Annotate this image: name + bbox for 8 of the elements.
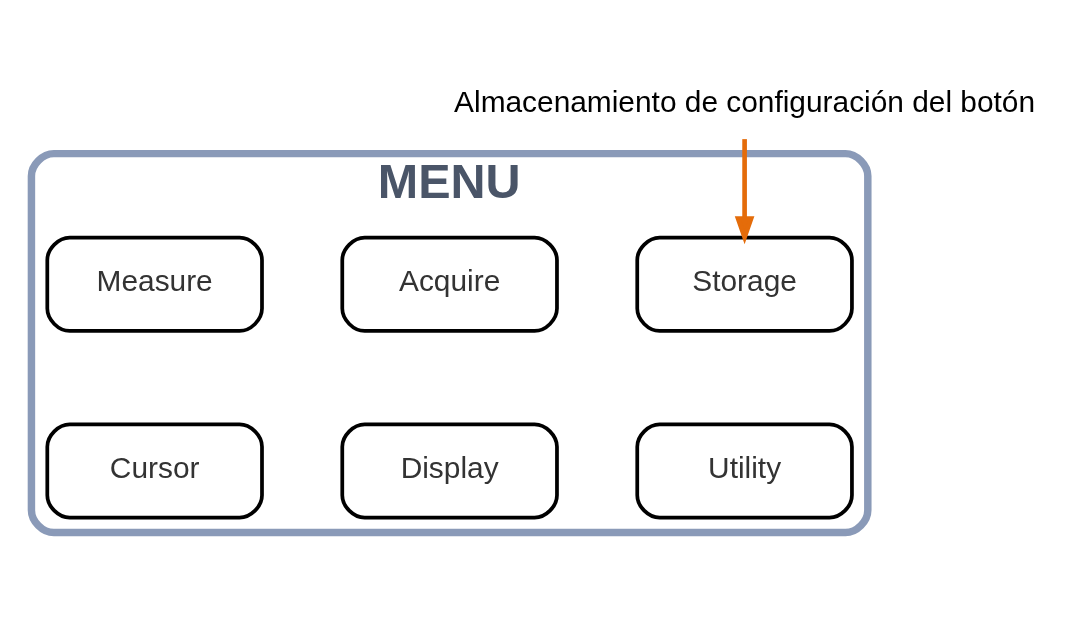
node-box: Measure bbox=[45, 235, 264, 333]
node-box: Display bbox=[340, 421, 559, 520]
node-text: Almacenamiento de configuración del botón bbox=[454, 84, 1036, 118]
arrow bbox=[734, 138, 755, 244]
node-box: Cursor bbox=[45, 421, 264, 520]
node-box: Storage bbox=[635, 235, 854, 333]
node-box: Utility bbox=[635, 421, 854, 520]
node-box: Acquire bbox=[340, 235, 559, 333]
